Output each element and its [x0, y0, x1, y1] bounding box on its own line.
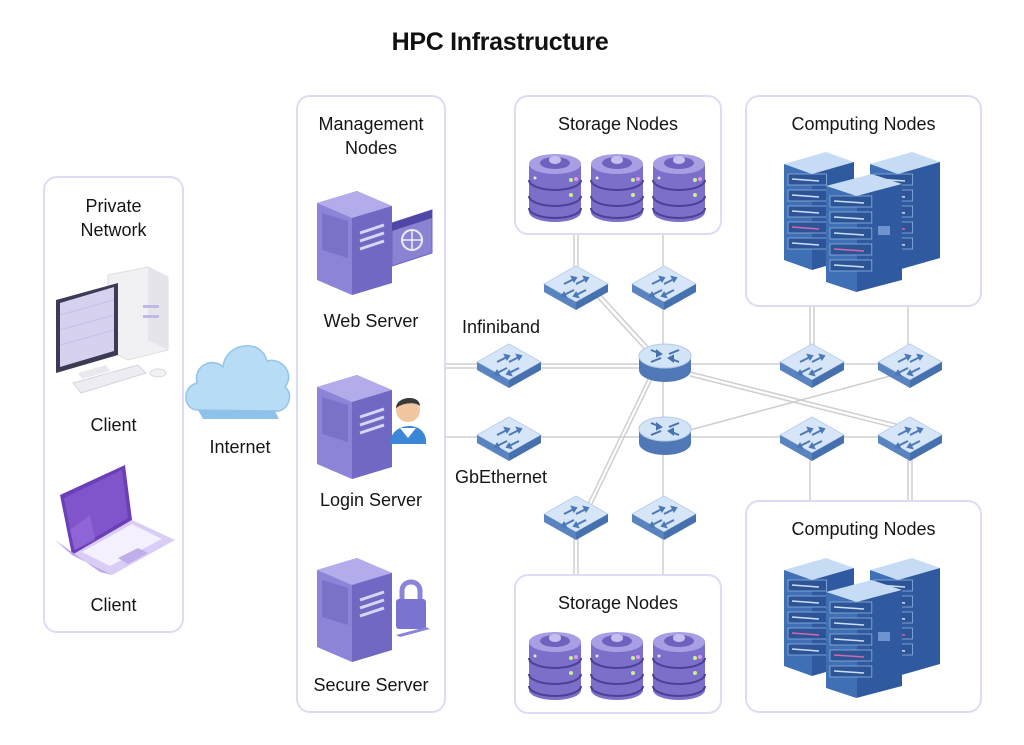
- network-switch-icon: [475, 416, 543, 461]
- infiniband-label: Infiniband: [462, 317, 541, 337]
- desktop-computer-icon: [56, 266, 169, 394]
- storage-row-bottom: [527, 628, 707, 709]
- management-nodes-title-line1: Management: [318, 114, 424, 134]
- diagram-title: HPC Infrastructure: [391, 28, 609, 56]
- storage-drum-icon: [590, 154, 644, 222]
- computing-nodes-bottom-title: Computing Nodes: [791, 519, 936, 539]
- storage-drum-icon: [590, 632, 644, 700]
- rack-group-bottom: [782, 558, 942, 703]
- switch-compute-top-left[interactable]: [778, 340, 846, 393]
- storage-row-top: [527, 150, 707, 231]
- network-switch-icon: [778, 416, 846, 461]
- network-switch-icon: [876, 343, 944, 388]
- login-server-icon: [317, 375, 426, 479]
- storage-drum-icon: [528, 154, 582, 222]
- switch-storage-top-left[interactable]: [542, 262, 610, 315]
- network-switch-icon: [778, 343, 846, 388]
- server-racks-icon: [784, 558, 940, 698]
- network-switch-icon: [876, 416, 944, 461]
- rack-group-top: [782, 152, 942, 297]
- login-server-label: Login Server: [319, 490, 423, 510]
- management-nodes-title-line2: Nodes: [344, 138, 398, 158]
- web-server-icon: [317, 191, 433, 295]
- web-server-label: Web Server: [323, 311, 419, 331]
- storage-drum-icon: [652, 154, 706, 222]
- storage-drum-icon: [652, 632, 706, 700]
- client-laptop-label: Client: [90, 595, 137, 615]
- client-desktop-label: Client: [90, 415, 137, 435]
- switch-storage-bottom-right[interactable]: [630, 492, 698, 545]
- gbethernet-label: GbEthernet: [455, 467, 548, 487]
- switch-storage-bottom-left[interactable]: [542, 492, 610, 545]
- private-network-title-line1: Private: [85, 196, 142, 216]
- switch-compute-top-right[interactable]: [876, 340, 944, 393]
- cloud-icon: [185, 345, 291, 419]
- computing-nodes-top-title: Computing Nodes: [791, 114, 936, 134]
- network-switch-icon: [630, 495, 698, 540]
- switch-gbethernet[interactable]: [475, 413, 543, 466]
- switch-compute-bottom-right[interactable]: [876, 413, 944, 466]
- switch-compute-bottom-left[interactable]: [778, 413, 846, 466]
- internet-label: Internet: [209, 437, 271, 457]
- network-switch-icon: [630, 265, 698, 310]
- server-racks-icon: [784, 152, 940, 292]
- switch-infiniband[interactable]: [475, 340, 543, 393]
- router-icon: [638, 343, 692, 382]
- storage-drum-icon: [528, 632, 582, 700]
- storage-nodes-top-title: Storage Nodes: [557, 114, 679, 134]
- network-switch-icon: [475, 343, 543, 388]
- secure-server-icon: [317, 558, 430, 662]
- router-infiniband-core[interactable]: [637, 340, 693, 389]
- secure-server-label: Secure Server: [313, 675, 429, 695]
- router-icon: [638, 416, 692, 455]
- private-network-title-line2: Network: [80, 220, 147, 240]
- storage-nodes-bottom-title: Storage Nodes: [557, 593, 679, 613]
- switch-storage-top-right[interactable]: [630, 262, 698, 315]
- network-switch-icon: [542, 495, 610, 540]
- router-gbethernet-core[interactable]: [637, 413, 693, 462]
- laptop-icon: [55, 465, 175, 575]
- network-switch-icon: [542, 265, 610, 310]
